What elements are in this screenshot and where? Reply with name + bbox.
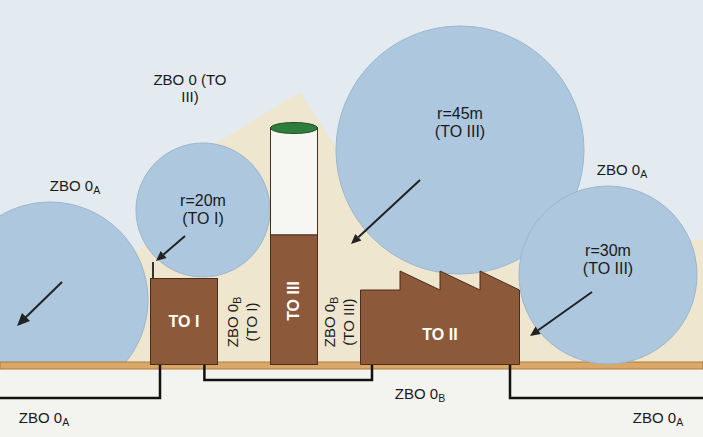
zone-label: ZBO 0B (TO I) [224,287,260,357]
chimney: TO III [270,122,318,365]
zone-label: ZBO 0A [0,409,89,428]
connector-line [204,365,372,380]
node-label: r=45m (TO III) [423,105,497,141]
arrow-head [351,234,361,244]
chimney-body [271,235,318,365]
subscript: B [328,297,340,304]
subscript: A [62,416,69,428]
chimney-top [271,128,318,235]
building-body [151,279,218,365]
factory-building: TO II [360,268,520,365]
arrow-head [156,251,167,261]
earthing-connector [204,365,372,380]
node-label: TO III [285,281,303,321]
factory-building-shape [360,268,520,365]
factory-body [361,271,520,365]
arrow-head [17,313,30,326]
leader-arrow [358,180,420,237]
protection-sphere: r=20m (TO I) [135,142,271,278]
subscript: A [640,168,647,180]
node-label: r=30m (TO III) [571,242,645,278]
lightning-rod [152,262,154,279]
zone-label: ZBO 0A [30,177,120,196]
earthing-wire [510,365,703,398]
leader-arrow [538,292,592,330]
zone-label: ZBO 0 (TO III) [149,71,231,105]
leader-arrow [24,282,62,319]
zone-label: ZBO 0B [375,385,465,404]
zone-label: ZBO 0A [577,161,667,180]
chimney-shape [270,122,318,365]
sphere-outline [519,186,697,364]
arrow-head [530,327,541,336]
subscript: B [231,297,243,304]
subscript: B [438,392,445,404]
building: TO I [150,278,218,365]
earthing-wire [0,365,160,398]
node-label: TO I [154,313,214,331]
sphere-outline [136,143,270,277]
protection-sphere: r=30m (TO III) [518,185,698,365]
leader-arrow [164,236,185,254]
zone-label: ZBO 0B (TO III) [321,287,357,357]
chimney-mouth [271,123,318,134]
zone-label: ZBO 0A [613,409,703,428]
node-label: r=20m (TO I) [171,192,235,228]
subscript: A [676,416,683,428]
subscript: A [93,184,100,196]
node-label: TO II [380,326,500,344]
underground [0,368,703,437]
